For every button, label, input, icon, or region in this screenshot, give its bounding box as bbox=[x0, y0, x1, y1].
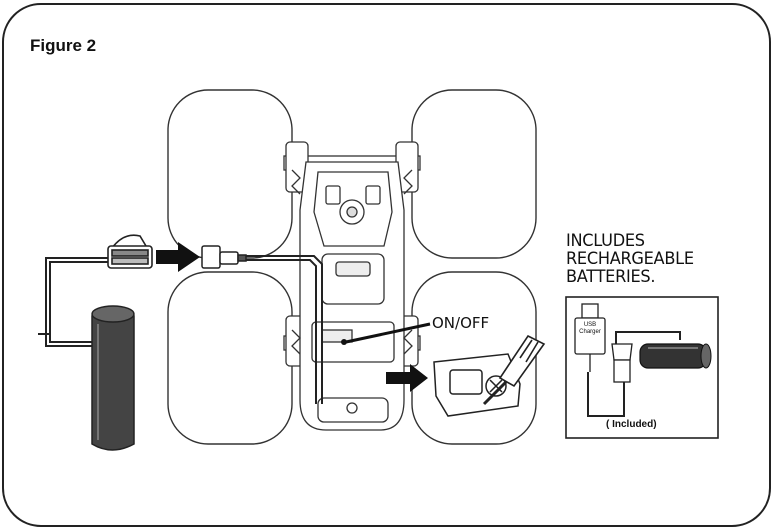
wheel-rear-left bbox=[167, 271, 293, 445]
included-caption: ( Included) bbox=[606, 419, 657, 430]
wheel-front-left bbox=[167, 89, 293, 259]
connect-arrow bbox=[156, 242, 200, 272]
on-off-label: ON/OFF bbox=[432, 314, 490, 332]
callout-line-2: RECHARGEABLE bbox=[566, 249, 694, 269]
usb-label-line-1: USB bbox=[583, 322, 597, 328]
batteries-callout: INCLUDES RECHARGEABLE BATTERIES. bbox=[566, 232, 718, 286]
usb-plug-label: USB Charger bbox=[577, 322, 603, 336]
callout-line-3: BATTERIES. bbox=[566, 267, 656, 287]
battery-compartment bbox=[433, 353, 521, 417]
charger-cable bbox=[38, 255, 323, 404]
wheel-front-right bbox=[411, 89, 537, 259]
charger-connector bbox=[107, 234, 153, 269]
switch-pointer bbox=[345, 322, 431, 344]
vehicle-chassis bbox=[283, 141, 421, 431]
inset-battery bbox=[639, 343, 712, 369]
screwdriver-icon bbox=[482, 334, 546, 406]
compartment-arrow bbox=[386, 364, 428, 392]
usb-plug-icon bbox=[574, 303, 606, 372]
power-switch bbox=[341, 339, 347, 345]
figure-title: Figure 2 bbox=[30, 36, 97, 55]
vehicle-connector bbox=[201, 245, 247, 269]
callout-line-1: INCLUDES bbox=[566, 231, 645, 251]
battery-pack bbox=[91, 305, 135, 451]
inset-box bbox=[565, 296, 719, 439]
inset-connector-icon bbox=[611, 343, 633, 383]
usb-label-line-2: Charger bbox=[579, 329, 601, 335]
